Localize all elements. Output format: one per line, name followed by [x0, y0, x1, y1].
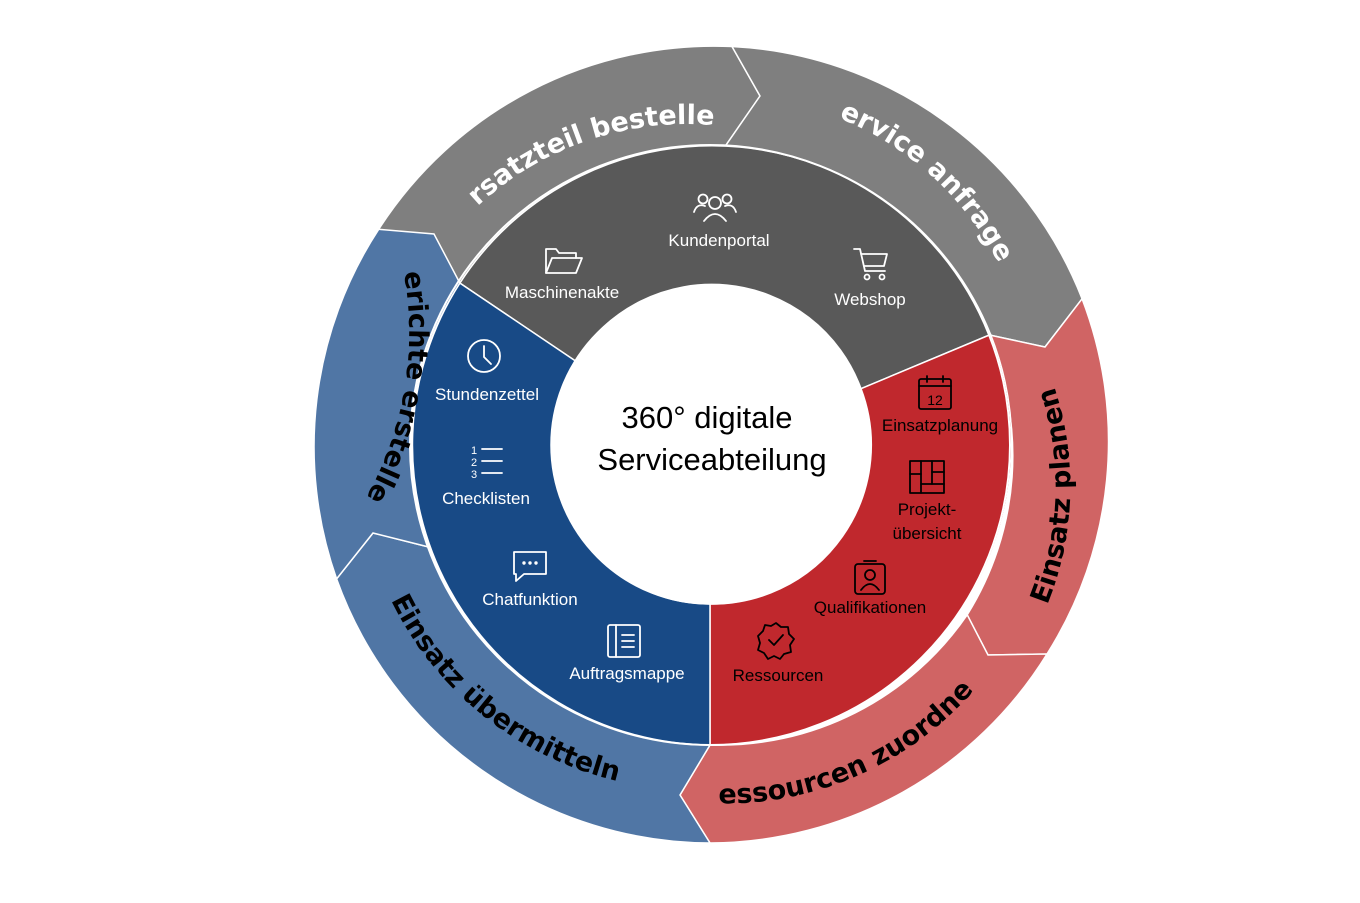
calendar-icon-number: 12 [927, 392, 943, 408]
item-label-projekt-line-1: Projekt- [898, 500, 957, 519]
cart-icon [853, 248, 888, 281]
outer-ring [313, 45, 1110, 844]
board-icon [909, 460, 945, 494]
numbered-list-icon [481, 448, 503, 474]
item-label-projekt-line-2: übersicht [893, 524, 962, 543]
notebook-icon [607, 624, 641, 658]
calendar-icon [918, 375, 952, 410]
badge-check-icon [757, 622, 795, 660]
item-label-auftragsmappe: Auftragsmappe [569, 664, 684, 683]
folder-icon [545, 248, 583, 274]
list-icon-number-2: 2 [471, 457, 477, 469]
item-label-kundenportal: Kundenportal [668, 231, 769, 250]
id-badge-icon [854, 560, 886, 595]
center-title-line-1: 360° digitale [622, 400, 793, 435]
item-label-einsatzplanung: Einsatzplanung [882, 416, 998, 435]
gray-sector-items: Kundenportal Maschinenakte Webshop [505, 193, 906, 309]
item-label-webshop: Webshop [834, 290, 906, 309]
blue-sector-items: Stundenzettel 1 2 3 Checklisten Chatfunk… [435, 339, 685, 683]
clock-icon [467, 339, 501, 373]
inner-sector-gray [458, 144, 992, 390]
item-label-maschinenakte: Maschinenakte [505, 283, 619, 302]
item-label-checklisten: Checklisten [442, 489, 530, 508]
outer-segment-berichte [313, 228, 461, 581]
list-icon-number-3: 3 [471, 469, 477, 481]
red-sector-items: 12 Einsatzplanung Projekt- übersicht Qua… [733, 375, 998, 685]
list-icon-number-1: 1 [471, 445, 477, 457]
item-label-qualifikationen: Qualifikationen [814, 598, 926, 617]
center-circle [550, 285, 870, 605]
center-title-line-2: Serviceabteilung [597, 442, 826, 477]
ring-separators [409, 144, 1011, 746]
item-label-stundenzettel: Stundenzettel [435, 385, 539, 404]
chat-icon [513, 551, 547, 582]
item-label-ressourcen: Ressourcen [733, 666, 824, 685]
item-label-chatfunktion: Chatfunktion [482, 590, 577, 609]
users-icon [693, 193, 737, 222]
